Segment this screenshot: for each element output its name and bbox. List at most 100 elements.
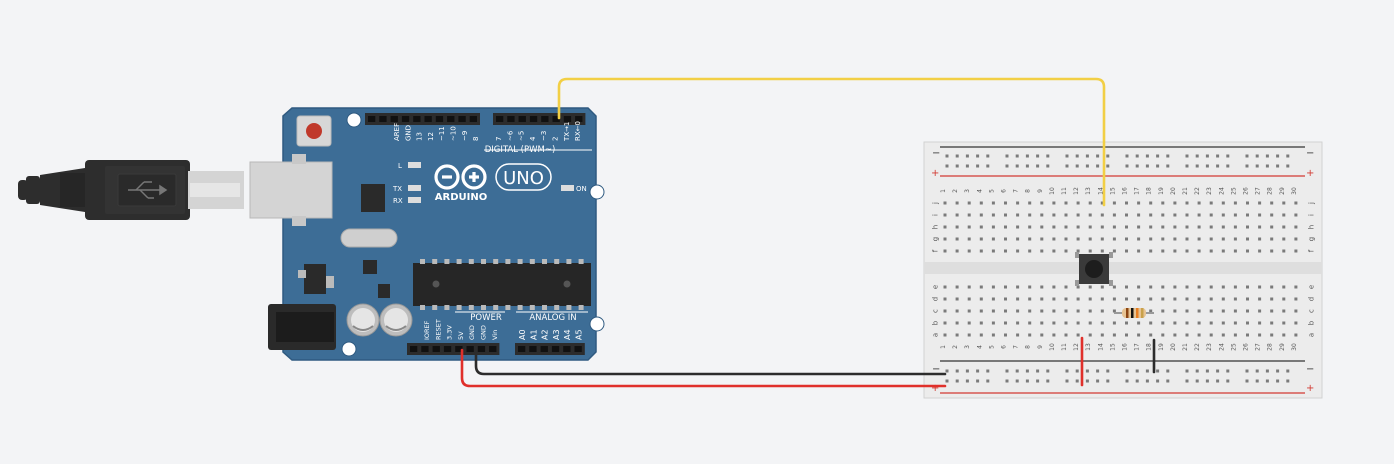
breadboard[interactable]: − − + + − − + + 112233445566778899101011… [923, 141, 1323, 399]
breadboard-hole[interactable] [1246, 321, 1249, 325]
breadboard-hole[interactable] [1161, 285, 1165, 289]
breadboard-hole[interactable] [1245, 379, 1249, 383]
breadboard-hole[interactable] [1040, 321, 1044, 325]
breadboard-hole[interactable] [965, 369, 969, 373]
breadboard-hole[interactable] [1185, 154, 1189, 158]
breadboard-hole[interactable] [1195, 164, 1199, 168]
breadboard-hole[interactable] [1064, 297, 1068, 301]
breadboard-hole[interactable] [1040, 237, 1044, 241]
breadboard-hole[interactable] [1197, 201, 1201, 205]
breadboard-hole[interactable] [1046, 154, 1050, 158]
breadboard-hole[interactable] [943, 321, 947, 325]
breadboard-hole[interactable] [1135, 154, 1139, 158]
breadboard-hole[interactable] [965, 154, 969, 158]
breadboard-hole[interactable] [1294, 237, 1298, 241]
breadboard-hole[interactable] [1270, 213, 1274, 217]
breadboard-hole[interactable] [979, 213, 983, 217]
breadboard-hole[interactable] [1209, 213, 1213, 217]
breadboard-hole[interactable] [1125, 249, 1128, 253]
breadboard-hole[interactable] [991, 297, 995, 301]
breadboard-hole[interactable] [1265, 154, 1269, 158]
breadboard-hole[interactable] [1088, 237, 1092, 241]
breadboard-hole[interactable] [1245, 164, 1249, 168]
digital-pin-socket[interactable] [541, 116, 549, 122]
power-pin-socket[interactable] [455, 346, 463, 352]
breadboard-hole[interactable] [1282, 201, 1286, 205]
breadboard-hole[interactable] [943, 213, 947, 217]
breadboard-hole[interactable] [979, 321, 983, 325]
breadboard-hole[interactable] [1161, 237, 1165, 241]
breadboard-hole[interactable] [1209, 225, 1213, 229]
breadboard-hole[interactable] [1137, 225, 1141, 229]
breadboard-hole[interactable] [1065, 379, 1069, 383]
breadboard-hole[interactable] [945, 379, 949, 383]
breadboard-hole[interactable] [1282, 321, 1286, 325]
breadboard-hole[interactable] [943, 237, 947, 241]
breadboard-hole[interactable] [1040, 213, 1044, 217]
breadboard-hole[interactable] [1112, 249, 1116, 253]
breadboard-hole[interactable] [1216, 164, 1220, 168]
breadboard-hole[interactable] [1004, 225, 1007, 229]
breadboard-hole[interactable] [1173, 249, 1177, 253]
digital-pin-socket[interactable] [401, 116, 410, 122]
breadboard-hole[interactable] [1135, 379, 1139, 383]
breadboard-hole[interactable] [1258, 333, 1262, 337]
breadboard-hole[interactable] [1052, 321, 1056, 325]
breadboard-hole[interactable] [1125, 225, 1128, 229]
breadboard-hole[interactable] [1226, 154, 1230, 158]
breadboard-hole[interactable] [1016, 309, 1020, 313]
breadboard-hole[interactable] [1065, 154, 1069, 158]
breadboard-hole[interactable] [1246, 213, 1249, 217]
breadboard-hole[interactable] [1294, 249, 1298, 253]
breadboard-hole[interactable] [1065, 369, 1069, 373]
power-pin-socket[interactable] [421, 346, 429, 352]
breadboard-hole[interactable] [955, 297, 959, 301]
breadboard-hole[interactable] [1185, 237, 1189, 241]
breadboard-hole[interactable] [1005, 154, 1009, 158]
breadboard-hole[interactable] [1125, 297, 1128, 301]
breadboard-hole[interactable] [1028, 297, 1032, 301]
breadboard-hole[interactable] [1282, 297, 1286, 301]
breadboard-hole[interactable] [965, 164, 969, 168]
breadboard-hole[interactable] [1135, 369, 1139, 373]
breadboard-hole[interactable] [1004, 237, 1007, 241]
breadboard-hole[interactable] [967, 237, 971, 241]
breadboard-hole[interactable] [1173, 297, 1177, 301]
breadboard-hole[interactable] [991, 201, 995, 205]
breadboard-hole[interactable] [1052, 297, 1056, 301]
breadboard-hole[interactable] [1173, 309, 1177, 313]
digital-pin-socket[interactable] [368, 116, 376, 122]
breadboard-hole[interactable] [1258, 249, 1262, 253]
breadboard-hole[interactable] [1005, 379, 1009, 383]
breadboard-hole[interactable] [979, 297, 983, 301]
breadboard-hole[interactable] [1270, 249, 1274, 253]
breadboard-hole[interactable] [1233, 285, 1237, 289]
breadboard-hole[interactable] [1255, 154, 1259, 158]
breadboard-hole[interactable] [1028, 237, 1032, 241]
breadboard-hole[interactable] [1088, 309, 1092, 313]
breadboard-hole[interactable] [1286, 154, 1290, 158]
breadboard-hole[interactable] [1052, 213, 1056, 217]
breadboard-hole[interactable] [1276, 369, 1280, 373]
breadboard-hole[interactable] [1100, 309, 1104, 313]
breadboard-hole[interactable] [1161, 333, 1165, 337]
breadboard-hole[interactable] [1149, 285, 1153, 289]
breadboard-hole[interactable] [1088, 201, 1092, 205]
breadboard-hole[interactable] [986, 379, 990, 383]
breadboard-hole[interactable] [1025, 379, 1029, 383]
breadboard-hole[interactable] [1149, 309, 1153, 313]
breadboard-hole[interactable] [955, 369, 959, 373]
breadboard-hole[interactable] [1106, 164, 1110, 168]
breadboard-hole[interactable] [955, 225, 959, 229]
breadboard-hole[interactable] [1233, 297, 1237, 301]
breadboard-hole[interactable] [1258, 297, 1262, 301]
breadboard-hole[interactable] [1064, 285, 1068, 289]
breadboard-hole[interactable] [1195, 369, 1199, 373]
breadboard-hole[interactable] [1195, 379, 1199, 383]
breadboard-hole[interactable] [1258, 309, 1262, 313]
breadboard-hole[interactable] [1016, 321, 1020, 325]
breadboard-hole[interactable] [1294, 213, 1298, 217]
breadboard-hole[interactable] [976, 379, 980, 383]
breadboard-hole[interactable] [1185, 249, 1189, 253]
breadboard-hole[interactable] [1015, 154, 1019, 158]
